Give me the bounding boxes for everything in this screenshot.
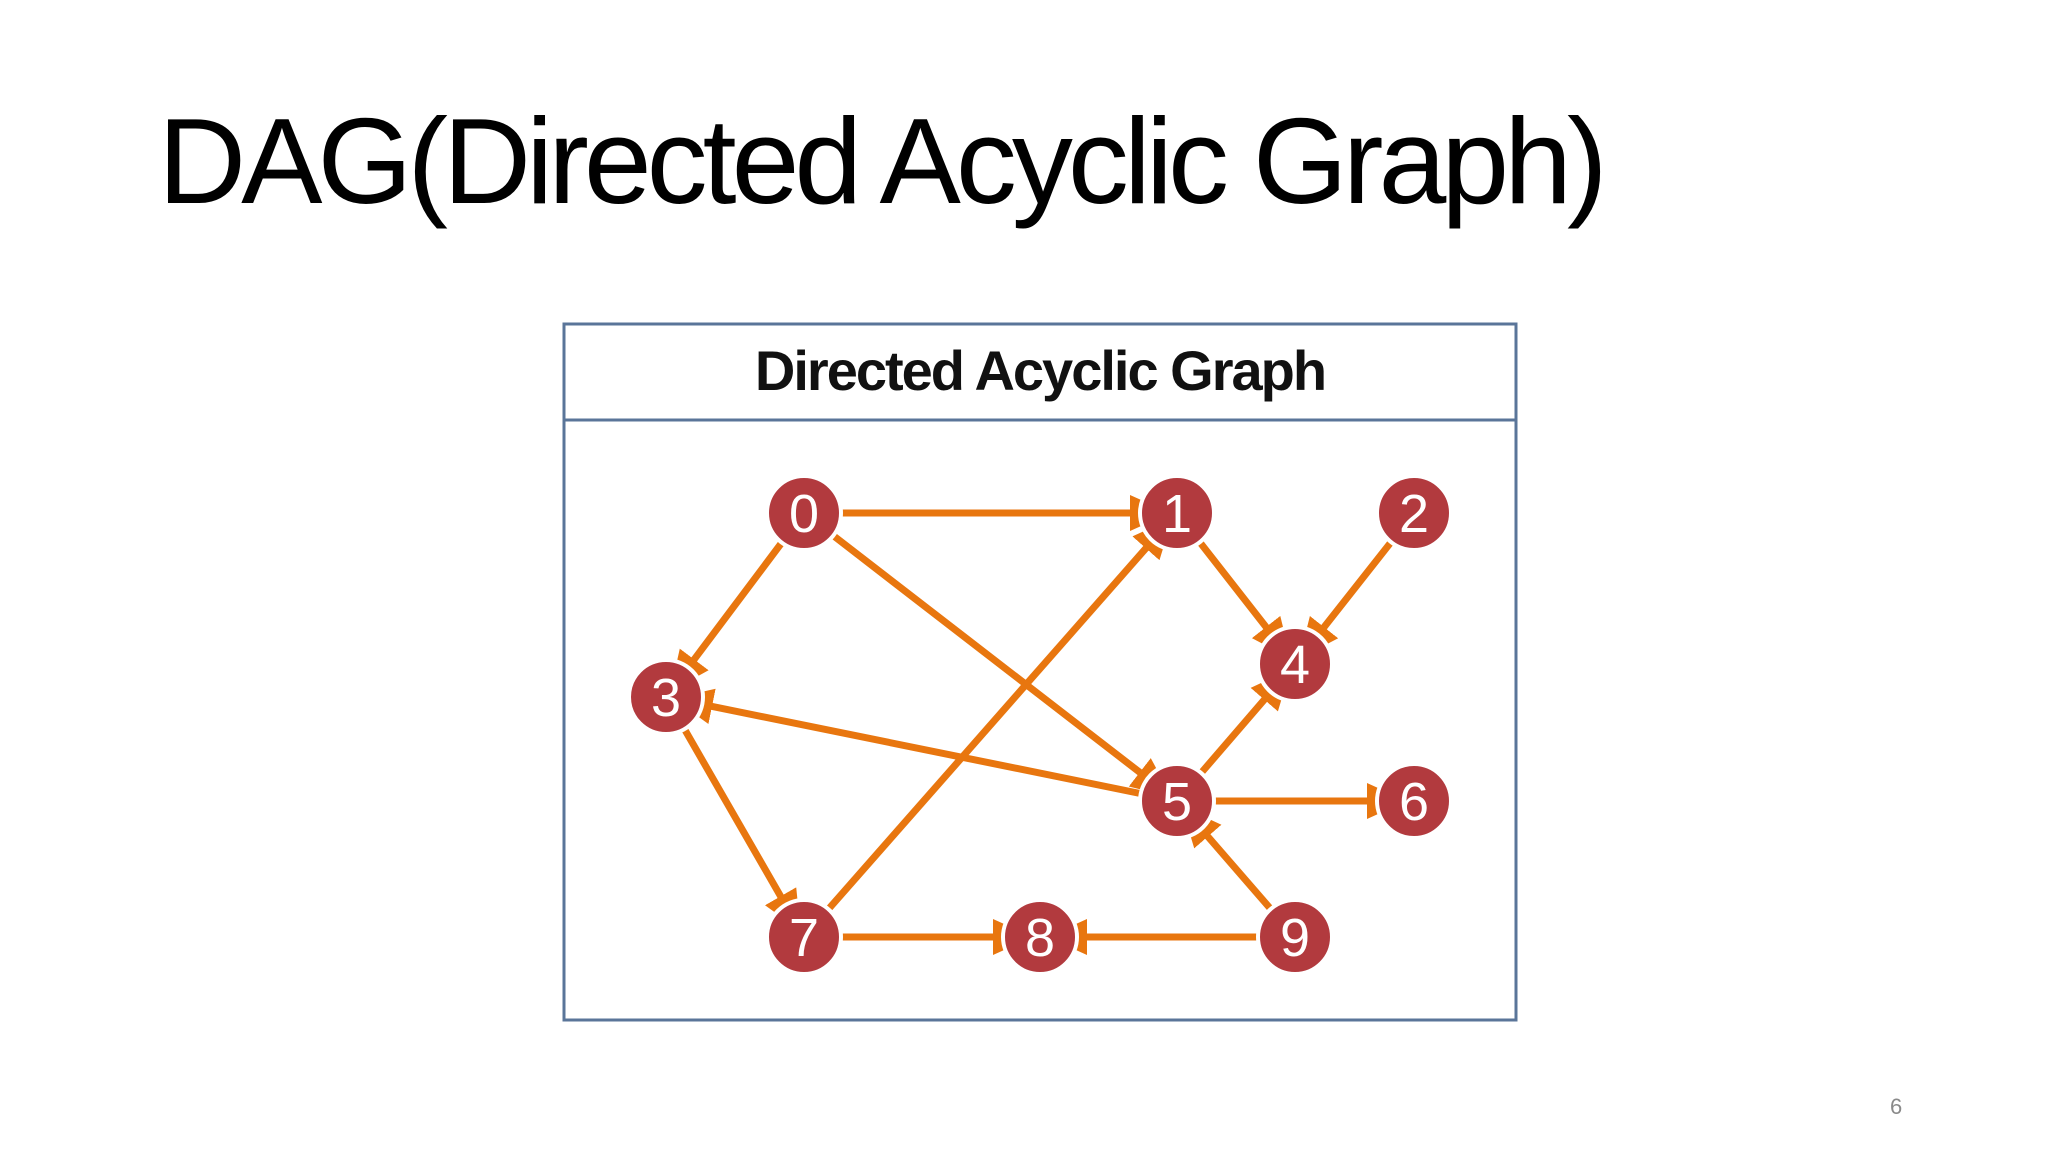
node-5: 5 (1138, 762, 1216, 840)
node-9: 9 (1256, 898, 1334, 976)
node-label-6: 6 (1399, 772, 1429, 832)
edge-9-to-5 (1181, 806, 1275, 913)
node-label-8: 8 (1025, 908, 1055, 968)
node-circle-4 (1256, 625, 1334, 703)
node-label-9: 9 (1280, 908, 1310, 968)
nodes-layer: 0 1 2 3 4 5 6 7 8 9 (627, 474, 1453, 976)
node-label-2: 2 (1399, 484, 1429, 544)
edge-0-to-5 (829, 531, 1172, 797)
node-circle-3 (627, 658, 705, 736)
node-label-3: 3 (651, 668, 681, 728)
node-6: 6 (1375, 762, 1453, 840)
figure-title-box (562, 322, 1518, 422)
edge-2-to-4 (1299, 538, 1396, 659)
node-2: 2 (1375, 474, 1453, 552)
node-label-0: 0 (789, 484, 819, 544)
node-4: 4 (1256, 625, 1334, 703)
node-circle-5 (1138, 762, 1216, 840)
figure-title: Directed Acyclic Graph (755, 339, 1325, 402)
edge-5-to-4 (1197, 669, 1291, 777)
edges-layer (670, 495, 1407, 955)
node-label-4: 4 (1280, 635, 1310, 695)
node-circle-8 (1001, 898, 1079, 976)
node-circle-0 (765, 474, 843, 552)
edge-0-to-3 (670, 538, 786, 692)
node-8: 8 (1001, 898, 1079, 976)
node-1: 1 (1138, 474, 1216, 552)
edge-5-to-3 (672, 688, 1144, 798)
node-label-7: 7 (789, 908, 819, 968)
node-circle-7 (765, 898, 843, 976)
node-0: 0 (765, 474, 843, 552)
node-circle-9 (1256, 898, 1334, 976)
slide-title: DAG(Directed Acyclic Graph) (158, 93, 1608, 229)
edge-7-to-1 (824, 518, 1173, 914)
page-number: 6 (1890, 1094, 1903, 1119)
node-circle-2 (1375, 474, 1453, 552)
edge-3-to-7 (680, 725, 801, 931)
node-label-5: 5 (1162, 772, 1192, 832)
node-label-1: 1 (1162, 484, 1192, 544)
node-7: 7 (765, 898, 843, 976)
node-circle-6 (1375, 762, 1453, 840)
node-circle-1 (1138, 474, 1216, 552)
node-3: 3 (627, 658, 705, 736)
edge-1-to-4 (1195, 538, 1291, 659)
